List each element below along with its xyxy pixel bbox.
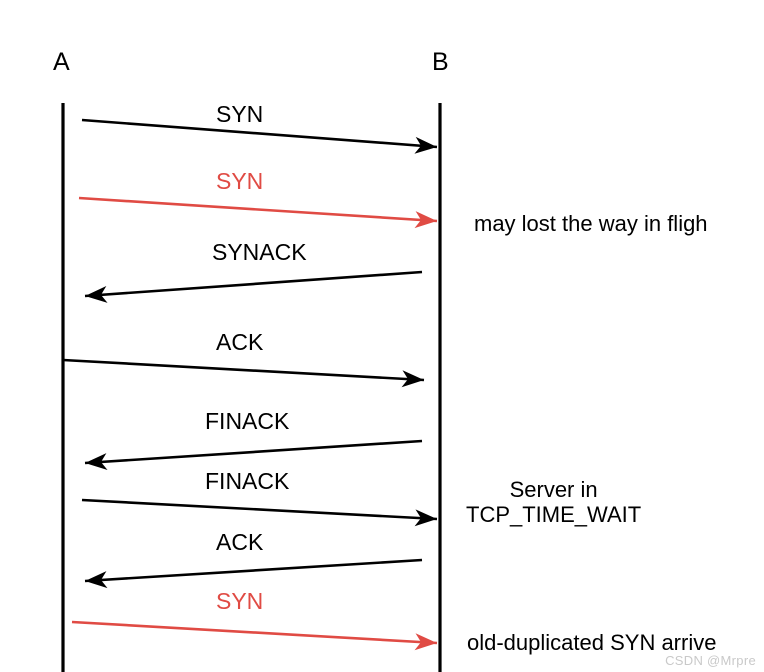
message-5-finack-label: FINACK <box>205 408 290 434</box>
message-4-ack-label: ACK <box>216 329 264 355</box>
message-8-syn-arrowhead <box>414 633 437 651</box>
message-5-finack-arrowhead <box>85 453 108 471</box>
lifelines-group <box>61 103 442 672</box>
note-1: may lost the way in fligh <box>474 211 708 236</box>
message-arrows-group <box>62 118 438 651</box>
message-7-ack-label: ACK <box>216 529 264 555</box>
message-2-syn-arrowhead <box>414 211 437 229</box>
message-3-synack-line <box>84 270 423 298</box>
actor-label-b: B <box>432 48 449 76</box>
watermark: CSDN @Mrpre <box>665 653 756 668</box>
note-2: Server in TCP_TIME_WAIT <box>466 477 642 527</box>
message-2-syn-label: SYN <box>216 168 264 194</box>
message-8-syn-line <box>71 620 438 645</box>
message-6-finack-label: FINACK <box>205 468 290 494</box>
message-2-syn-line <box>78 196 438 223</box>
message-3-synack-label: SYNACK <box>212 239 307 265</box>
message-8-syn-label: SYN <box>216 588 264 614</box>
message-1-syn-label: SYN <box>216 101 264 127</box>
message-5-finack-line <box>84 439 423 465</box>
message-7-ack-arrowhead <box>85 571 108 589</box>
actor-label-a: A <box>53 48 70 76</box>
message-4-ack-line <box>62 358 425 382</box>
note-3: old-duplicated SYN arrive <box>467 630 717 655</box>
message-7-ack-line <box>84 558 423 583</box>
message-1-syn-line <box>81 118 438 149</box>
message-4-ack-arrowhead <box>401 370 424 388</box>
message-6-finack-line <box>81 498 438 521</box>
message-3-synack-arrowhead <box>85 285 108 303</box>
message-6-finack-arrowhead <box>414 509 437 527</box>
message-1-syn-arrowhead <box>414 136 437 154</box>
